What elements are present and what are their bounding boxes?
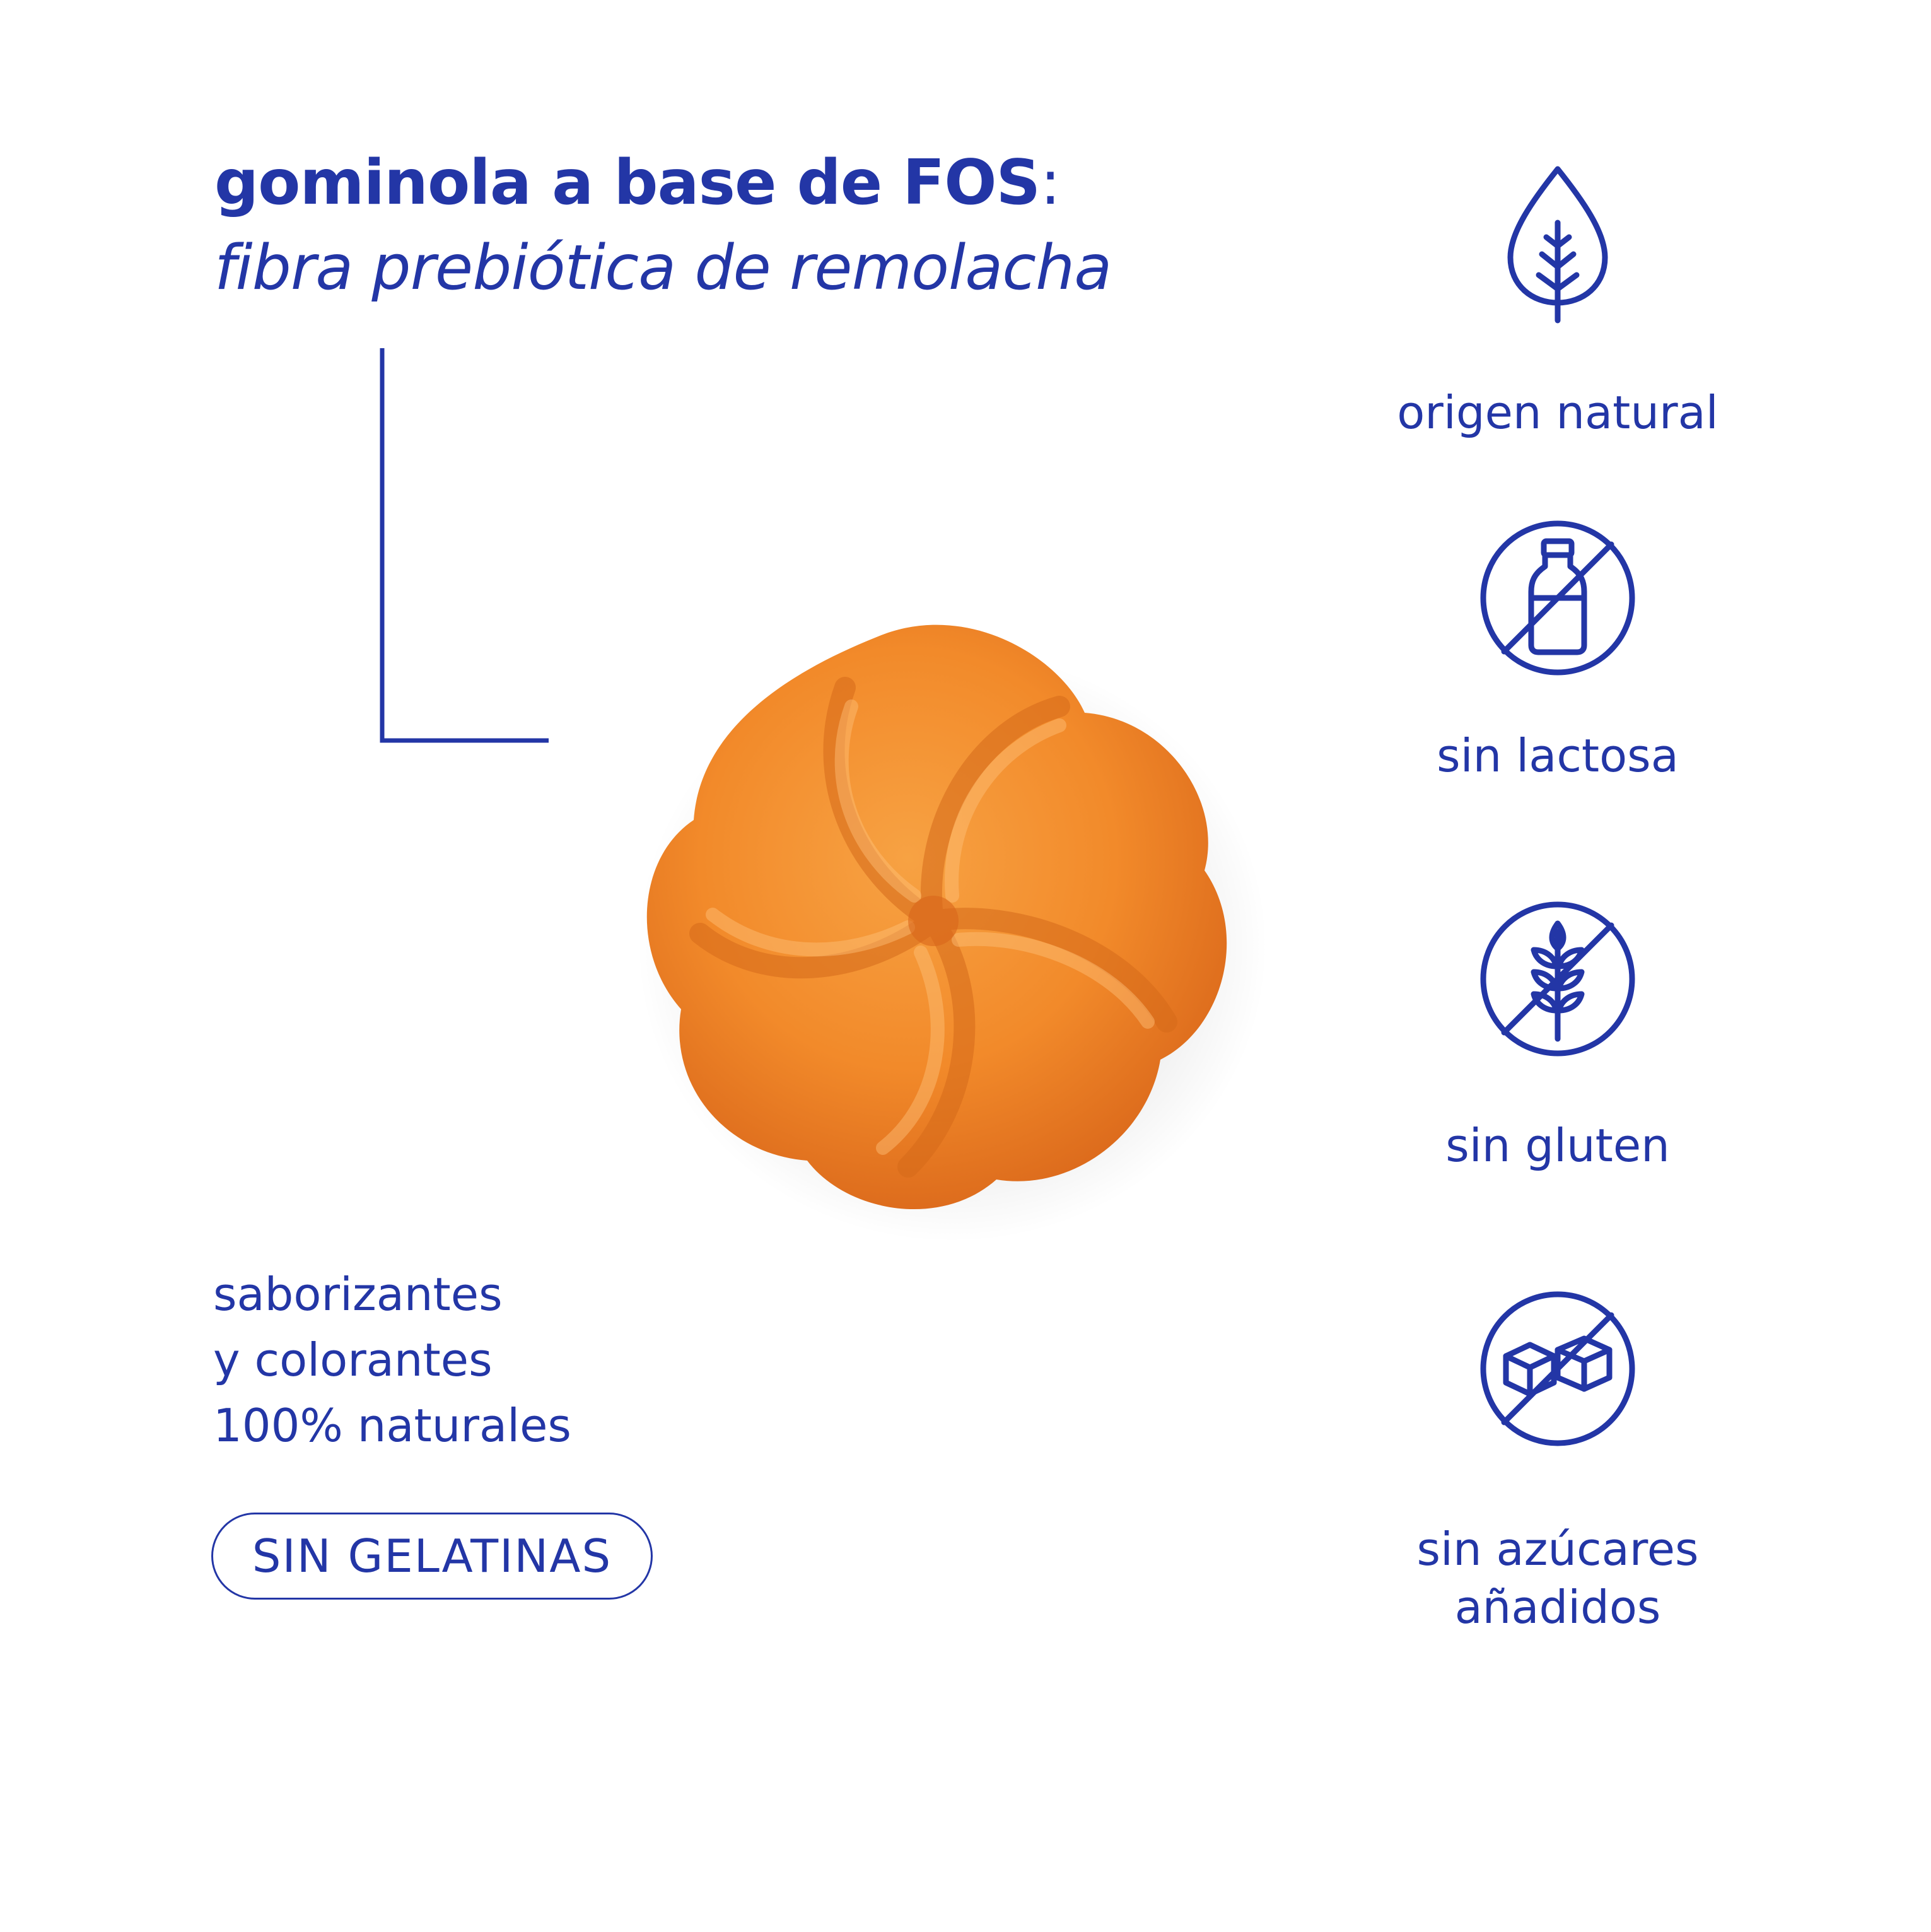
flavor-line-2: y colorantes xyxy=(213,1333,493,1386)
feature-label-lactosa: sin lactosa xyxy=(1437,729,1679,782)
flavor-description: saborizantes y colorantes 100% naturales xyxy=(213,1262,571,1458)
heading-title: gominola a base de FOS: xyxy=(214,142,1413,224)
no-sugar-icon xyxy=(1480,1291,1635,1446)
leaf-icon xyxy=(1507,166,1608,324)
no-milk-icon xyxy=(1480,520,1635,676)
heading: gominola a base de FOS: fibra prebiótica… xyxy=(214,142,1413,312)
heading-title-text: gominola a base de FOS xyxy=(214,147,1041,219)
feature-origen-natural: origen natural xyxy=(1305,163,1810,442)
feature-sin-gluten: sin gluten xyxy=(1305,897,1810,1174)
feature-label-gluten: sin gluten xyxy=(1445,1119,1670,1172)
flavor-line-3: 100% naturales xyxy=(213,1399,571,1452)
no-gluten-icon xyxy=(1480,901,1635,1057)
heading-subtitle: fibra prebiótica de remolacha xyxy=(214,232,1112,304)
feature-label-origen: origen natural xyxy=(1397,386,1718,439)
gummy-image xyxy=(637,624,1268,1243)
feature-sin-azucares: sin azúcares añadidos xyxy=(1305,1287,1810,1636)
flavor-line-1: saborizantes xyxy=(213,1268,503,1321)
badge-label: SIN GELATINAS xyxy=(252,1530,612,1583)
heading-colon: : xyxy=(1040,147,1061,219)
connector-line xyxy=(380,348,549,743)
feature-label-azucares: sin azúcares añadidos xyxy=(1416,1523,1699,1634)
sin-gelatinas-badge: SIN GELATINAS xyxy=(211,1513,653,1600)
feature-sin-lactosa: sin lactosa xyxy=(1305,516,1810,785)
